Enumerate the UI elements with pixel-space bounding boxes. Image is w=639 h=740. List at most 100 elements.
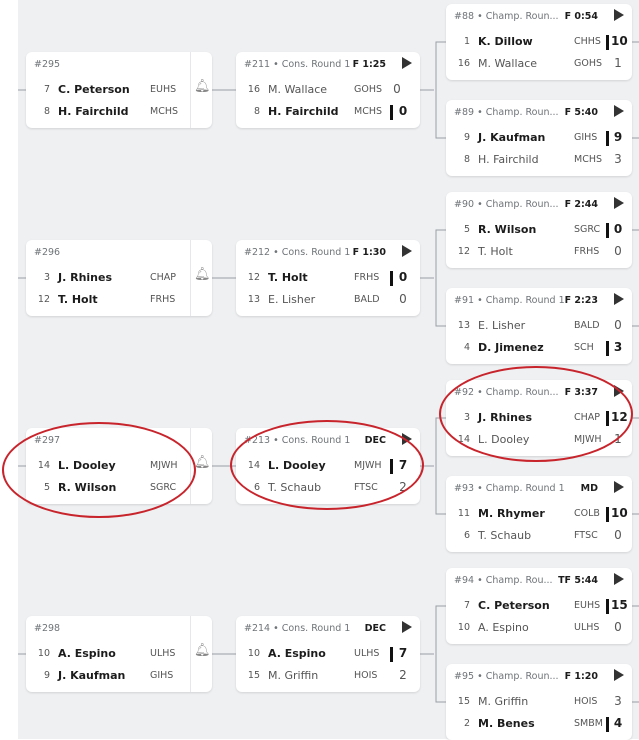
seed: 5	[43, 482, 50, 493]
team-code: MCHS	[354, 106, 383, 117]
seed: 3	[463, 412, 470, 423]
score: 1	[614, 432, 622, 446]
bell-icon[interactable]: 🔔︎	[194, 455, 211, 470]
team-code: EUHS	[574, 600, 601, 611]
match-id: #298	[34, 623, 61, 634]
wrestler-name: C. Peterson	[478, 599, 550, 612]
play-icon[interactable]	[614, 293, 624, 305]
wrestler-name: C. Peterson	[58, 83, 130, 96]
score: 3	[614, 694, 622, 708]
match-status: DEC	[364, 623, 386, 634]
team-code: HOIS	[354, 670, 378, 681]
match-id: #297	[34, 435, 61, 446]
wrestler-name: J. Rhines	[58, 271, 113, 284]
play-icon[interactable]	[402, 621, 412, 633]
team-code: SGRC	[574, 224, 601, 235]
score: 0	[614, 244, 622, 258]
team-code: SMBM	[574, 718, 603, 729]
team-code: ULHS	[574, 622, 600, 633]
match-header: #90 • Champ. Roun...F 2:44	[454, 199, 624, 213]
score: 0	[398, 270, 408, 284]
play-icon[interactable]	[614, 9, 624, 21]
score: 10	[611, 34, 628, 48]
wrestler-name: D. Jimenez	[478, 341, 544, 354]
match-status: MD	[580, 483, 598, 494]
team-code: COLB	[574, 508, 600, 519]
team-code: FRHS	[354, 272, 380, 283]
play-icon[interactable]	[614, 105, 624, 117]
bell-icon[interactable]: 🔔︎	[194, 79, 211, 94]
score: 4	[613, 716, 623, 730]
bell-icon[interactable]: 🔔︎	[194, 267, 211, 282]
score: 0	[398, 104, 408, 118]
play-icon[interactable]	[614, 669, 624, 681]
play-icon[interactable]	[614, 385, 624, 397]
play-icon[interactable]	[614, 481, 624, 493]
play-icon[interactable]	[402, 57, 412, 69]
play-icon[interactable]	[402, 433, 412, 445]
score: 3	[614, 152, 622, 166]
seed: 13	[247, 294, 260, 305]
play-icon[interactable]	[402, 245, 412, 257]
seed: 12	[247, 272, 260, 283]
match-status: F 0:54	[564, 11, 598, 22]
wrestler-name: T. Holt	[478, 245, 513, 258]
seed: 10	[37, 648, 50, 659]
team-code: SGRC	[150, 482, 177, 493]
play-icon[interactable]	[614, 573, 624, 585]
bell-icon[interactable]: 🔔︎	[194, 643, 211, 658]
play-icon[interactable]	[614, 197, 624, 209]
team-code: CHHS	[574, 36, 601, 47]
